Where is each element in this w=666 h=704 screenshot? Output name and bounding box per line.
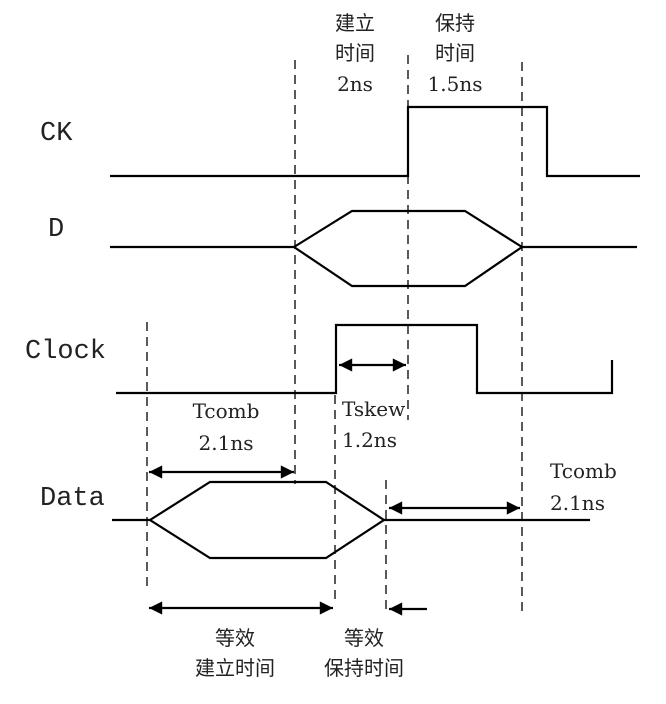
clock-waveform bbox=[116, 323, 614, 395]
eq-hold-line1: 等效 bbox=[344, 626, 384, 650]
signal-label-data: Data bbox=[40, 484, 105, 514]
ck-waveform bbox=[110, 105, 640, 178]
hold-label-line2: 时间 bbox=[435, 41, 475, 65]
signal-label-d: D bbox=[48, 215, 64, 245]
eq-hold-line2: 保持时间 bbox=[324, 656, 404, 680]
tskew-label: Tskew bbox=[342, 397, 405, 421]
eq-setup-line2: 建立时间 bbox=[195, 656, 275, 680]
signal-label-clock: Clock bbox=[25, 337, 106, 367]
tcomb-right-label: Tcomb bbox=[550, 459, 617, 483]
tskew-value: 1.2ns bbox=[342, 428, 397, 452]
setup-label-line2: 时间 bbox=[335, 41, 375, 65]
hold-value: 1.5ns bbox=[428, 72, 483, 96]
data-window bbox=[147, 480, 387, 560]
tcomb-left-value: 2.1ns bbox=[199, 431, 254, 455]
tcomb-left-label: Tcomb bbox=[193, 399, 260, 423]
setup-value: 2ns bbox=[337, 72, 373, 96]
tcomb-right-value: 2.1ns bbox=[550, 491, 605, 515]
signal-label-ck: CK bbox=[40, 119, 73, 149]
hold-label-line1: 保持 bbox=[435, 11, 475, 35]
eq-setup-line1: 等效 bbox=[215, 626, 255, 650]
setup-label-line1: 建立 bbox=[335, 11, 375, 35]
